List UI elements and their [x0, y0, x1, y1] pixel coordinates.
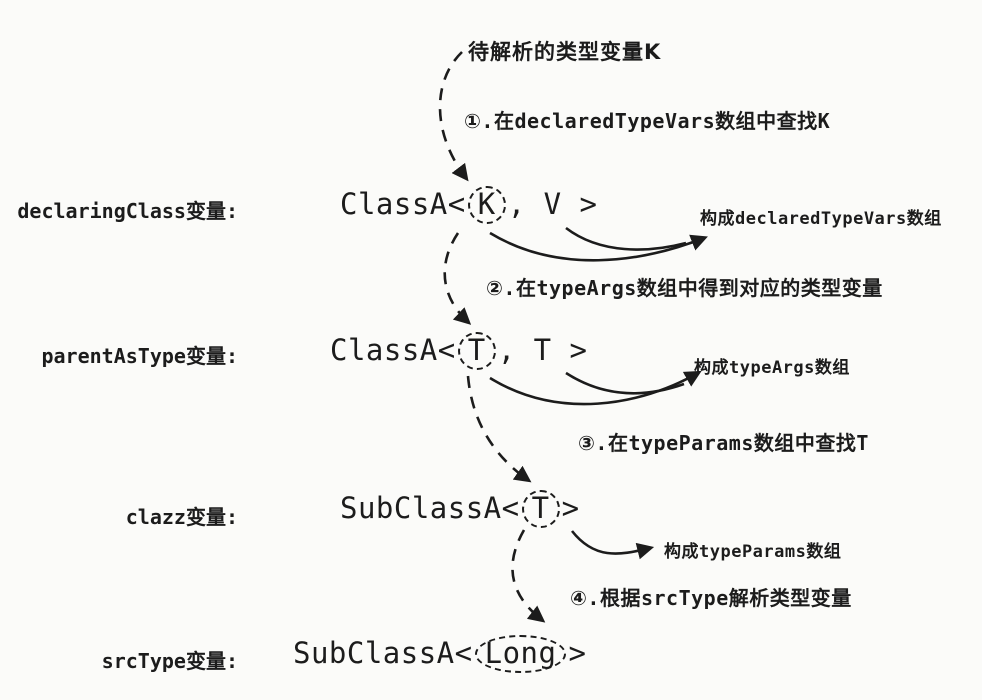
dashed-flow-arrow-step1	[438, 51, 469, 182]
parentAsType-code: ClassA<T, T >	[330, 332, 588, 371]
parentAsType-variable-label: parentAsType变量:	[41, 344, 238, 368]
srcType-variable-label: srcType变量:	[101, 649, 238, 673]
solid-arrow-typeParams-from-T	[570, 530, 655, 560]
circled-type-var-K: K	[467, 186, 506, 225]
declaringClass-variable-label: declaringClass变量:	[17, 199, 238, 223]
dashed-flow-arrow-step2	[443, 232, 472, 325]
declaringClass-code-pre: ClassA<	[340, 187, 466, 221]
circled-type-Long: Long	[474, 635, 567, 674]
step-2-label: ②.在typeArgs数组中得到对应的类型变量	[486, 276, 883, 300]
clazz-code-pre: SubClassA<	[340, 491, 520, 525]
clazz-code-post: >	[561, 491, 580, 525]
step-1-label: ①.在declaredTypeVars数组中查找K	[464, 109, 831, 133]
declaringClass-code-post: , V >	[507, 187, 598, 221]
pending-type-variable-label: 待解析的类型变量K	[468, 40, 662, 64]
clazz-variable-label: clazz变量:	[125, 505, 238, 529]
clazz-code: SubClassA<T>	[340, 490, 580, 529]
circled-type-var-T-row2: T	[457, 332, 496, 371]
typeArgs-annotation: 构成typeArgs数组	[694, 358, 850, 378]
typeParams-annotation: 构成typeParams数组	[664, 542, 842, 562]
solid-arrow-typeArgs-from-T2	[565, 371, 685, 395]
srcType-code-post: >	[568, 636, 587, 670]
circled-type-var-T-row3: T	[521, 490, 560, 529]
dashed-flow-arrow-step4	[511, 529, 546, 623]
declaringClass-code: ClassA<K, V >	[340, 186, 598, 225]
declaredTypeVars-annotation: 构成declaredTypeVars数组	[700, 209, 942, 229]
srcType-code: SubClassA<Long>	[293, 635, 587, 674]
parentAsType-code-post: , T >	[497, 333, 588, 367]
parentAsType-code-pre: ClassA<	[330, 333, 456, 367]
step-4-label: ④.根据srcType解析类型变量	[570, 586, 852, 610]
srcType-code-pre: SubClassA<	[293, 636, 473, 670]
dashed-flow-arrow-step3	[466, 375, 532, 483]
solid-arrow-typeArgs-from-T1	[489, 370, 702, 406]
solid-arrow-declaredTypeVars-from-V	[565, 226, 687, 251]
solid-arrow-declaredTypeVars-from-K	[489, 231, 708, 262]
step-3-label: ③.在typeParams数组中查找T	[578, 431, 869, 455]
